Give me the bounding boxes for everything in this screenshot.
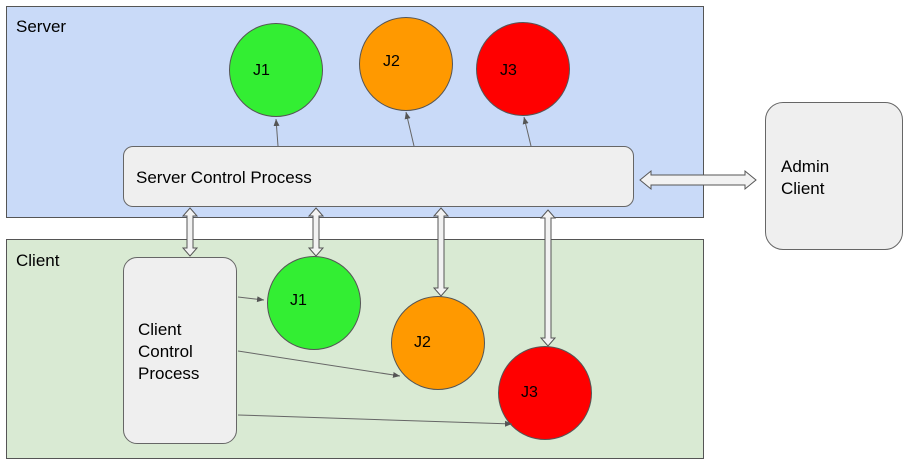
server-to-j3-arrow [522, 116, 532, 147]
server-region-label: Server [16, 17, 67, 36]
client-job-j2[interactable] [391, 296, 485, 390]
client-to-j3-arrow [237, 414, 513, 427]
admin-client-label: Admin Client [781, 157, 830, 198]
server-to-j2-arrow [404, 111, 415, 147]
client-job-j1[interactable] [267, 256, 361, 350]
client-region-label: Client [16, 251, 60, 270]
server-client-link-arrow [181, 207, 199, 257]
server-client-j3-link-arrow [539, 209, 557, 347]
server-client-j1-link-arrow [307, 207, 325, 257]
client-job-j2-label: J2 [414, 334, 431, 351]
client-control-process-box[interactable] [123, 257, 237, 444]
server-job-j1[interactable] [229, 23, 323, 117]
admin-client-box[interactable] [765, 102, 903, 250]
server-admin-link-arrow [639, 169, 757, 191]
client-to-j2-arrow [237, 350, 401, 378]
client-job-j1-label: J1 [290, 292, 307, 309]
server-control-process-label: Server Control Process [136, 168, 312, 187]
server-job-j3[interactable] [476, 22, 570, 116]
client-job-j3[interactable] [498, 346, 592, 440]
server-to-j1-arrow [273, 118, 280, 147]
client-region [6, 239, 704, 459]
client-job-j3-label: J3 [521, 384, 538, 401]
client-to-j1-arrow [237, 296, 265, 303]
server-job-j3-label: J3 [500, 62, 517, 79]
server-client-j2-link-arrow [432, 207, 450, 297]
client-control-process-label: Client Control Process [138, 320, 200, 383]
server-job-j1-label: J1 [253, 62, 270, 79]
server-job-j2[interactable] [359, 17, 453, 111]
server-job-j2-label: J2 [383, 53, 400, 70]
server-control-process-box[interactable] [123, 146, 634, 207]
